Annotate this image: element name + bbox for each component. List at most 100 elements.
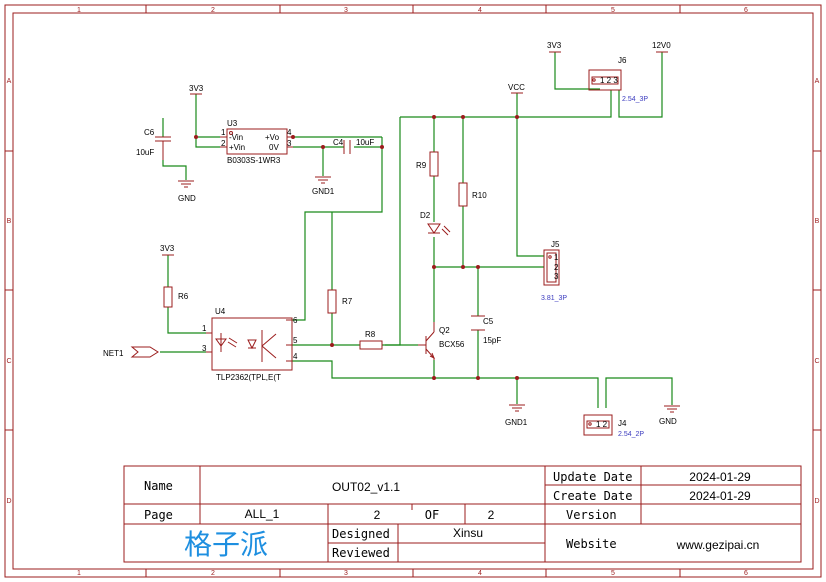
svg-text:D2: D2: [420, 211, 431, 220]
svg-text:3: 3: [554, 272, 559, 281]
zone-col-1-bottom: 1: [77, 570, 81, 577]
zone-labels: 1 2 3 4 5 6 1 2 3 4 5 6 A B C D A B C D: [6, 7, 819, 577]
transistor-q2[interactable]: Q2 BCX56: [418, 322, 465, 360]
svg-text:12V0: 12V0: [652, 41, 671, 50]
svg-text:GND1: GND1: [505, 418, 528, 427]
ground-symbol-gnd-c6: GND: [178, 180, 196, 203]
svg-text:GND: GND: [659, 417, 677, 426]
power-symbol-12v0: 12V0: [652, 41, 671, 53]
title-reviewed-label: Reviewed: [332, 546, 390, 560]
svg-text:R9: R9: [416, 161, 427, 170]
power-symbol-3v3-j6: 3V3: [547, 41, 562, 53]
svg-text:5: 5: [293, 336, 298, 345]
svg-text:2: 2: [554, 263, 559, 272]
zone-col-1: 1: [77, 7, 81, 14]
title-page-number: 2: [374, 508, 381, 522]
svg-text:-Vin: -Vin: [229, 133, 243, 142]
title-name-value: OUT02_v1.1: [332, 480, 400, 494]
svg-text:2.54_2P: 2.54_2P: [618, 431, 644, 438]
connector-j4[interactable]: 1 2 J4 2.54_2P: [583, 414, 644, 438]
title-version-label: Version: [566, 508, 617, 522]
resistor-r6[interactable]: R6: [163, 286, 189, 308]
capacitor-c5[interactable]: C5 15pF: [471, 315, 501, 345]
title-update-label: Update Date: [553, 470, 632, 484]
svg-text:1 2: 1 2: [596, 420, 608, 429]
svg-text:GND1: GND1: [312, 187, 335, 196]
svg-text:R6: R6: [178, 292, 189, 301]
ground-symbol-gnd-j4: GND: [659, 405, 680, 426]
svg-text:+Vin: +Vin: [229, 143, 245, 152]
zone-col-6-bottom: 6: [744, 570, 748, 577]
zone-row-c: C: [6, 358, 11, 365]
zone-row-b-right: B: [815, 218, 820, 225]
title-page-label: Page: [144, 508, 173, 522]
zone-col-6: 6: [744, 7, 748, 14]
title-website-label: Website: [566, 537, 617, 551]
resistor-r9[interactable]: R9: [416, 151, 439, 177]
company-logo-text: 格子派: [184, 529, 268, 560]
title-name-label: Name: [144, 479, 173, 493]
svg-text:3V3: 3V3: [189, 84, 204, 93]
svg-text:C5: C5: [483, 317, 494, 326]
svg-text:1: 1: [554, 253, 559, 262]
power-symbol-3v3-r6: 3V3: [160, 244, 175, 256]
svg-text:C4: C4: [333, 138, 344, 147]
svg-text:B0303S-1WR3: B0303S-1WR3: [227, 156, 281, 165]
zone-col-4-bottom: 4: [478, 570, 482, 577]
title-page-total: 2: [488, 508, 495, 522]
svg-text:R8: R8: [365, 330, 376, 339]
svg-text:3V3: 3V3: [160, 244, 175, 253]
zone-row-d: D: [6, 498, 11, 505]
svg-text:+Vo: +Vo: [265, 133, 280, 142]
resistor-r8[interactable]: R8: [359, 330, 383, 350]
svg-text:BCX56: BCX56: [439, 340, 465, 349]
svg-text:GND: GND: [178, 194, 196, 203]
zone-row-a: A: [7, 78, 12, 85]
sheet-frame: [4, 4, 822, 578]
capacitor-c6[interactable]: C6 10uF: [136, 128, 171, 160]
connector-j6[interactable]: 1 2 3 J6 2.54_3P: [588, 56, 648, 103]
zone-row-a-right: A: [815, 78, 820, 85]
resistor-r7[interactable]: R7: [327, 289, 353, 314]
zone-col-2-bottom: 2: [211, 570, 215, 577]
zone-col-4: 4: [478, 7, 482, 14]
power-symbol-3v3-top: 3V3: [189, 84, 204, 95]
title-create-label: Create Date: [553, 489, 632, 503]
junctions: [194, 115, 519, 380]
svg-text:1: 1: [221, 128, 226, 137]
optocoupler-u4[interactable]: U4 1 3 6 5 4 TLP2362(TPL,E(T: [202, 307, 298, 382]
svg-text:3V3: 3V3: [547, 41, 562, 50]
svg-text:4: 4: [287, 128, 292, 137]
title-update-value: 2024-01-29: [689, 470, 751, 484]
zone-col-2: 2: [211, 7, 215, 14]
capacitor-c4[interactable]: C4 10uF: [333, 138, 374, 154]
zone-row-b: B: [7, 218, 12, 225]
svg-text:J6: J6: [618, 56, 627, 65]
svg-text:2.54_3P: 2.54_3P: [622, 96, 648, 103]
svg-text:3.81_3P: 3.81_3P: [541, 295, 567, 302]
title-website-value[interactable]: www.gezipai.cn: [676, 538, 760, 552]
svg-text:C6: C6: [144, 128, 155, 137]
zone-col-3-bottom: 3: [344, 570, 348, 577]
svg-text:4: 4: [293, 352, 298, 361]
svg-text:2: 2: [221, 139, 226, 148]
svg-text:6: 6: [293, 316, 298, 325]
dcdc-module-u3[interactable]: U3 -Vin +Vin +Vo 0V 1 2 4 3 B0303S-1WR3: [220, 119, 293, 165]
svg-text:TLP2362(TPL,E(T: TLP2362(TPL,E(T: [216, 373, 281, 382]
zone-col-3: 3: [344, 7, 348, 14]
led-d2[interactable]: D2: [420, 211, 451, 236]
svg-text:0V: 0V: [269, 143, 279, 152]
resistor-r10[interactable]: R10: [458, 182, 487, 207]
svg-text:J4: J4: [618, 419, 627, 428]
wires: [160, 52, 673, 408]
svg-text:R7: R7: [342, 297, 353, 306]
connector-j5[interactable]: J5 1 2 3 3.81_3P: [541, 240, 567, 302]
power-symbol-vcc: VCC: [508, 83, 525, 94]
svg-text:J5: J5: [551, 240, 560, 249]
svg-text:U3: U3: [227, 119, 238, 128]
svg-text:15pF: 15pF: [483, 336, 501, 345]
title-designed-label: Designed: [332, 527, 390, 541]
svg-text:NET1: NET1: [103, 349, 124, 358]
ground-symbol-gnd1-main: GND1: [505, 404, 528, 427]
net-port-net1[interactable]: NET1: [103, 346, 159, 358]
